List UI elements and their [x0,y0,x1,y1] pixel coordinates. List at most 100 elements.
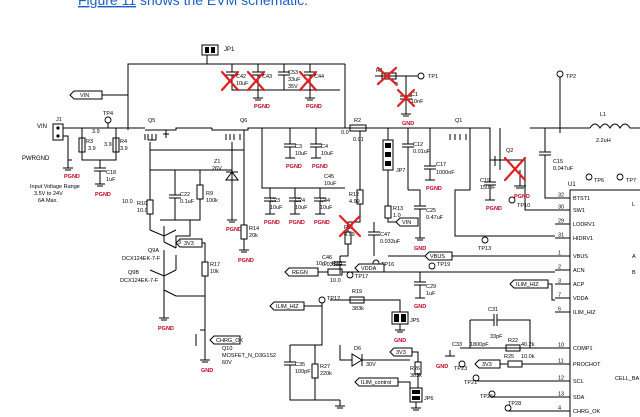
svg-text:VDDA: VDDA [361,266,377,272]
ilim-hiz-r19-jp5: ILIM_HIZ R19 383k JP5 GND TP12 [318,279,555,344]
svg-text:JP1: JP1 [224,47,235,53]
svg-text:C47: C47 [380,232,390,238]
svg-text:40.2k: 40.2k [521,342,535,348]
svg-text:TP26: TP26 [480,394,493,400]
svg-text:GND: GND [414,246,426,252]
r12-r11: R12 4.99 R11 4.99 [340,131,364,257]
u1-pin-name: SDA [573,395,585,401]
u1-pin-number: 1 [558,251,561,257]
svg-text:0.0: 0.0 [341,130,349,136]
dnp-mark-c1 [396,88,416,108]
tp1[interactable] [417,72,425,80]
svg-text:Q1: Q1 [455,118,462,124]
svg-text:10uF: 10uF [236,81,249,87]
svg-text:PGND: PGND [254,104,270,110]
svg-text:C43: C43 [262,74,272,80]
svg-text:PGND: PGND [289,220,305,226]
svg-text:R12: R12 [349,192,359,198]
c47-c46: C47 0.033uF C46 0.033uF [322,222,401,274]
svg-text:Q9B: Q9B [128,270,139,276]
tp10[interactable] [508,196,516,204]
svg-text:C1: C1 [411,92,418,98]
tp4[interactable] [104,116,112,124]
u1-pin-name: VDDA [573,296,589,302]
svg-text:TP12: TP12 [327,296,340,302]
svg-text:MOSFET_N_D3G1S2: MOSFET_N_D3G1S2 [222,353,276,359]
svg-text:100pF: 100pF [295,369,311,375]
svg-text:33uF: 33uF [288,77,301,83]
svg-text:GND: GND [402,121,414,127]
svg-text:C53: C53 [288,70,298,76]
svg-text:TP21: TP21 [464,380,477,386]
figure-link[interactable]: Figure 11 [78,0,136,8]
u1-pin-number: 4 [558,406,561,412]
dnp-mark-c42 [220,70,240,92]
tp2[interactable] [556,70,564,78]
tp23[interactable] [458,360,466,368]
svg-text:100k: 100k [206,198,218,204]
svg-text:PGND: PGND [314,220,330,226]
svg-text:C19: C19 [480,178,490,184]
d6-r26-jp6: D6 30V 3V3 R26 383k JP6 ILIM_control [339,345,433,411]
svg-text:C44: C44 [320,198,330,204]
tp7[interactable] [616,173,624,181]
svg-text:C3: C3 [295,144,302,150]
svg-text:L: L [632,202,635,208]
comp-network: C31 33pF C33 1800pF R22 40.2k GND TP23 3… [436,307,555,372]
tp12[interactable] [318,296,326,304]
svg-text:R13: R13 [393,206,403,212]
svg-text:VIN: VIN [402,220,411,226]
svg-text:PGND: PGND [514,194,530,200]
u1-pin-number: 10 [558,343,564,349]
r13-vin: R13 1.0 VIN [384,198,419,227]
j1-connector: VIN J1 PWRGND PGND [22,117,138,180]
svg-text:0.47uF: 0.47uF [426,215,444,221]
u1-pin-number: 11 [558,359,564,365]
svg-text:DCX124EK-7-F: DCX124EK-7-F [122,256,161,262]
svg-text:VBUS: VBUS [430,254,445,260]
svg-text:Q6: Q6 [240,118,247,124]
u1-pin-number: 7 [558,293,561,299]
tp17[interactable] [346,271,354,279]
svg-text:0.1uF: 0.1uF [180,199,195,205]
svg-text:TP6: TP6 [594,178,604,184]
svg-text:R27: R27 [320,364,330,370]
dnp-mark-r11 [338,214,362,238]
svg-text:DCX124EK-7-F: DCX124EK-7-F [120,278,159,284]
tp13[interactable] [481,236,489,244]
svg-text:VIN: VIN [37,124,47,130]
svg-text:10.0k: 10.0k [521,354,535,360]
svg-text:10uF: 10uF [321,151,334,157]
svg-text:CHRG_OK: CHRG_OK [216,338,244,344]
svg-text:0: 0 [395,82,398,88]
v3v3-r17: 3V3 R17 10k [175,238,220,292]
u1-pin-name: LODRV1 [573,222,595,228]
svg-text:R26: R26 [410,366,420,372]
tp6[interactable] [585,173,593,181]
q10: GND CHRG_OK Q10 MOSFET_N_D3G1S2 60V [195,292,276,374]
u1-pin-name: ILIM_HIZ [573,310,596,316]
svg-text:20k: 20k [249,233,258,239]
svg-text:JP5: JP5 [410,318,419,324]
svg-text:ILIM_HIZ: ILIM_HIZ [516,282,539,288]
svg-text:10uF: 10uF [320,205,333,211]
tp19[interactable] [428,262,436,270]
svg-text:PGND: PGND [64,174,80,180]
svg-text:PGND: PGND [312,164,328,170]
svg-text:TP19: TP19 [437,262,450,268]
gate-network: Z1 26V PGND R9 100k C22 0.1uF [149,149,242,233]
svg-text:3V3: 3V3 [184,241,194,247]
svg-text:PGND: PGND [286,164,302,170]
svg-text:CELL_BA: CELL_BA [615,376,639,382]
u1-pin-number: 6 [558,307,561,313]
svg-text:10uF: 10uF [295,151,308,157]
svg-text:J1: J1 [56,117,62,123]
svg-text:Q9A: Q9A [148,248,159,254]
svg-text:C23: C23 [270,198,280,204]
jp1-jumper: JP1 [201,44,235,56]
svg-text:JP7: JP7 [396,168,405,174]
u1-pin-name: PROCHOT [573,362,601,368]
svg-text:ILIM_HIZ: ILIM_HIZ [276,304,299,310]
svg-text:TP10: TP10 [517,203,530,209]
